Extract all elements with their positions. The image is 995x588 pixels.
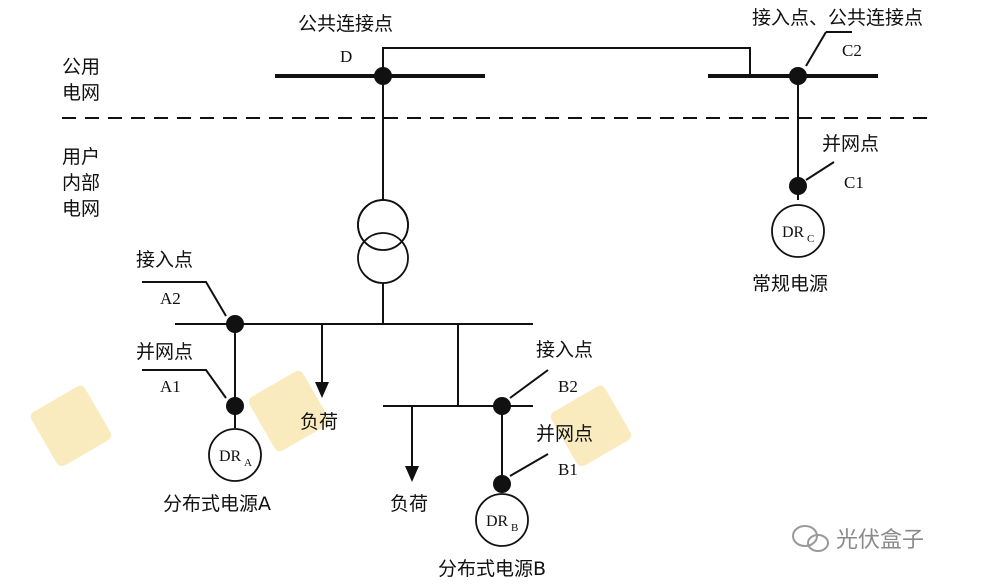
poc-pcc-label: 接入点、公共连接点 bbox=[752, 7, 923, 29]
grid-point-a-label: 并网点 bbox=[136, 341, 193, 363]
node-a2-label: A2 bbox=[160, 289, 181, 308]
node-c2-label: C2 bbox=[842, 41, 862, 60]
node-a1 bbox=[226, 397, 244, 415]
pointer-a1 bbox=[142, 369, 227, 399]
svg-text:电网: 电网 bbox=[62, 82, 100, 104]
pointer-b2 bbox=[509, 369, 549, 399]
pcc-label: 公共连接点 bbox=[298, 13, 393, 35]
svg-text:B: B bbox=[511, 522, 518, 534]
node-b1-label: B1 bbox=[558, 460, 578, 479]
source-a-label: 分布式电源A bbox=[163, 493, 271, 515]
svg-text:DR: DR bbox=[219, 448, 242, 465]
node-c1-label: C1 bbox=[844, 173, 864, 192]
transformer-symbol bbox=[357, 199, 409, 284]
pointer-b1 bbox=[509, 453, 549, 477]
svg-text:内部: 内部 bbox=[62, 172, 100, 194]
grid-point-c-label: 并网点 bbox=[822, 133, 879, 155]
svg-text:用户: 用户 bbox=[62, 146, 100, 168]
load-2-label: 负荷 bbox=[390, 493, 428, 515]
generator-a: DR A bbox=[208, 428, 262, 482]
access-point-b-label: 接入点 bbox=[536, 339, 593, 361]
node-b1 bbox=[493, 475, 511, 493]
pointer-c1 bbox=[805, 161, 835, 181]
node-a1-label: A1 bbox=[160, 377, 181, 396]
pointer-a2 bbox=[142, 281, 227, 317]
watermark-text: 光伏盒子 bbox=[836, 528, 924, 553]
load-1-label: 负荷 bbox=[300, 411, 338, 433]
svg-text:C: C bbox=[807, 233, 814, 245]
svg-text:电网: 电网 bbox=[62, 198, 100, 220]
access-point-a-label: 接入点 bbox=[136, 249, 193, 271]
generator-b: DR B bbox=[475, 493, 529, 547]
svg-text:A: A bbox=[244, 457, 252, 469]
wechat-logo-icon bbox=[792, 525, 829, 552]
watermark-stamps bbox=[30, 370, 632, 467]
svg-text:公用: 公用 bbox=[62, 56, 100, 78]
zone-label-internal-grid: 用户 内部 电网 bbox=[62, 146, 100, 220]
load-2-arrow bbox=[405, 466, 419, 482]
svg-text:DR: DR bbox=[782, 224, 805, 241]
load-1-arrow bbox=[315, 382, 329, 398]
node-c1 bbox=[789, 177, 807, 195]
node-b2-label: B2 bbox=[558, 377, 578, 396]
zone-label-public-grid: 公用 电网 bbox=[62, 56, 100, 104]
grid-point-b-label: 并网点 bbox=[536, 423, 593, 445]
public-tie-line bbox=[382, 47, 751, 76]
source-b-label: 分布式电源B bbox=[438, 558, 546, 580]
svg-text:DR: DR bbox=[486, 513, 509, 530]
generator-c: DR C bbox=[771, 204, 825, 258]
conventional-source-label: 常规电源 bbox=[752, 273, 828, 295]
node-d-label: D bbox=[340, 47, 352, 66]
pointer-c2-diag bbox=[805, 31, 827, 67]
